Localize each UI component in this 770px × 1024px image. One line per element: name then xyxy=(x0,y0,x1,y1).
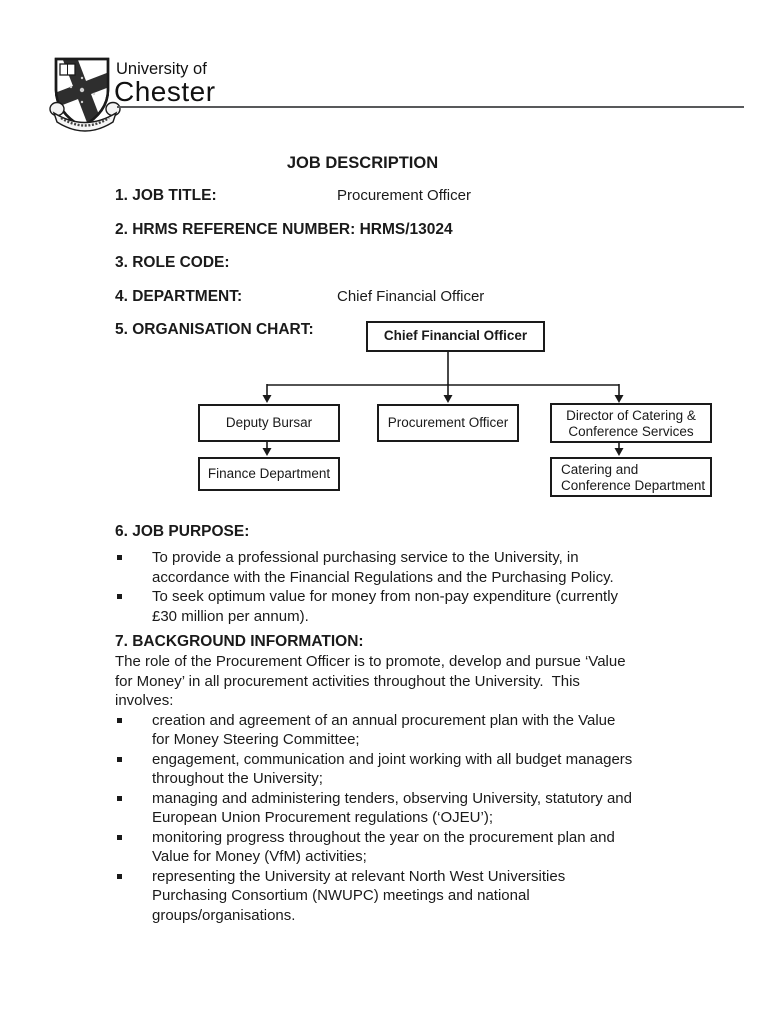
field-value: Procurement Officer xyxy=(337,187,471,204)
field-value: Chief Financial Officer xyxy=(337,288,485,305)
field-label: 3. ROLE CODE: xyxy=(115,254,230,271)
background-list: creation and agreement of an annual proc… xyxy=(115,711,675,926)
field-label: 2. HRMS REFERENCE NUMBER: HRMS/13024 xyxy=(115,221,453,238)
field-department: 4. DEPARTMENT: Chief Financial Officer xyxy=(115,287,484,307)
job-purpose-list: To provide a professional purchasing ser… xyxy=(115,548,675,626)
field-job-title: 1. JOB TITLE: Procurement Officer xyxy=(115,186,471,206)
list-item: To provide a professional purchasing ser… xyxy=(115,548,675,587)
org-node-director-catering-conference: Director of Catering & Conference Servic… xyxy=(550,403,712,443)
section-heading: 7. BACKGROUND INFORMATION: xyxy=(115,633,364,650)
list-item: To seek optimum value for money from non… xyxy=(115,587,675,626)
org-node-catering-conference-department: Catering and Conference Department xyxy=(550,457,712,497)
list-item: monitoring progress throughout the year … xyxy=(115,828,675,867)
section-heading: 6. JOB PURPOSE: xyxy=(115,523,250,540)
org-node-deputy-bursar: Deputy Bursar xyxy=(198,404,340,442)
org-node-finance-department: Finance Department xyxy=(198,457,340,491)
university-name-line2: Chester xyxy=(114,76,216,107)
field-label: 5. ORGANISATION CHART: xyxy=(115,321,314,338)
org-node-chief-financial-officer: Chief Financial Officer xyxy=(366,321,545,352)
org-node-procurement-officer: Procurement Officer xyxy=(377,404,519,442)
letterhead-rule xyxy=(117,106,744,108)
list-item: managing and administering tenders, obse… xyxy=(115,789,675,828)
list-item: representing the University at relevant … xyxy=(115,867,675,926)
field-label: 4. DEPARTMENT: xyxy=(115,288,243,305)
section-background-information: 7. BACKGROUND INFORMATION: The role of t… xyxy=(115,632,675,925)
university-name-line1: University of xyxy=(116,60,207,78)
field-role-code: 3. ROLE CODE: xyxy=(115,253,337,273)
field-label: 1. JOB TITLE: xyxy=(115,187,217,204)
university-crest-icon xyxy=(49,57,121,132)
list-item: engagement, communication and joint work… xyxy=(115,750,675,789)
background-intro: The role of the Procurement Officer is t… xyxy=(115,653,626,709)
section-job-purpose: 6. JOB PURPOSE: To provide a professiona… xyxy=(115,522,675,626)
document-title: JOB DESCRIPTION xyxy=(286,154,439,172)
field-hrms-reference: 2. HRMS REFERENCE NUMBER: HRMS/13024 xyxy=(115,220,453,240)
field-organisation-chart: 5. ORGANISATION CHART: xyxy=(115,320,337,340)
list-item: creation and agreement of an annual proc… xyxy=(115,711,675,750)
